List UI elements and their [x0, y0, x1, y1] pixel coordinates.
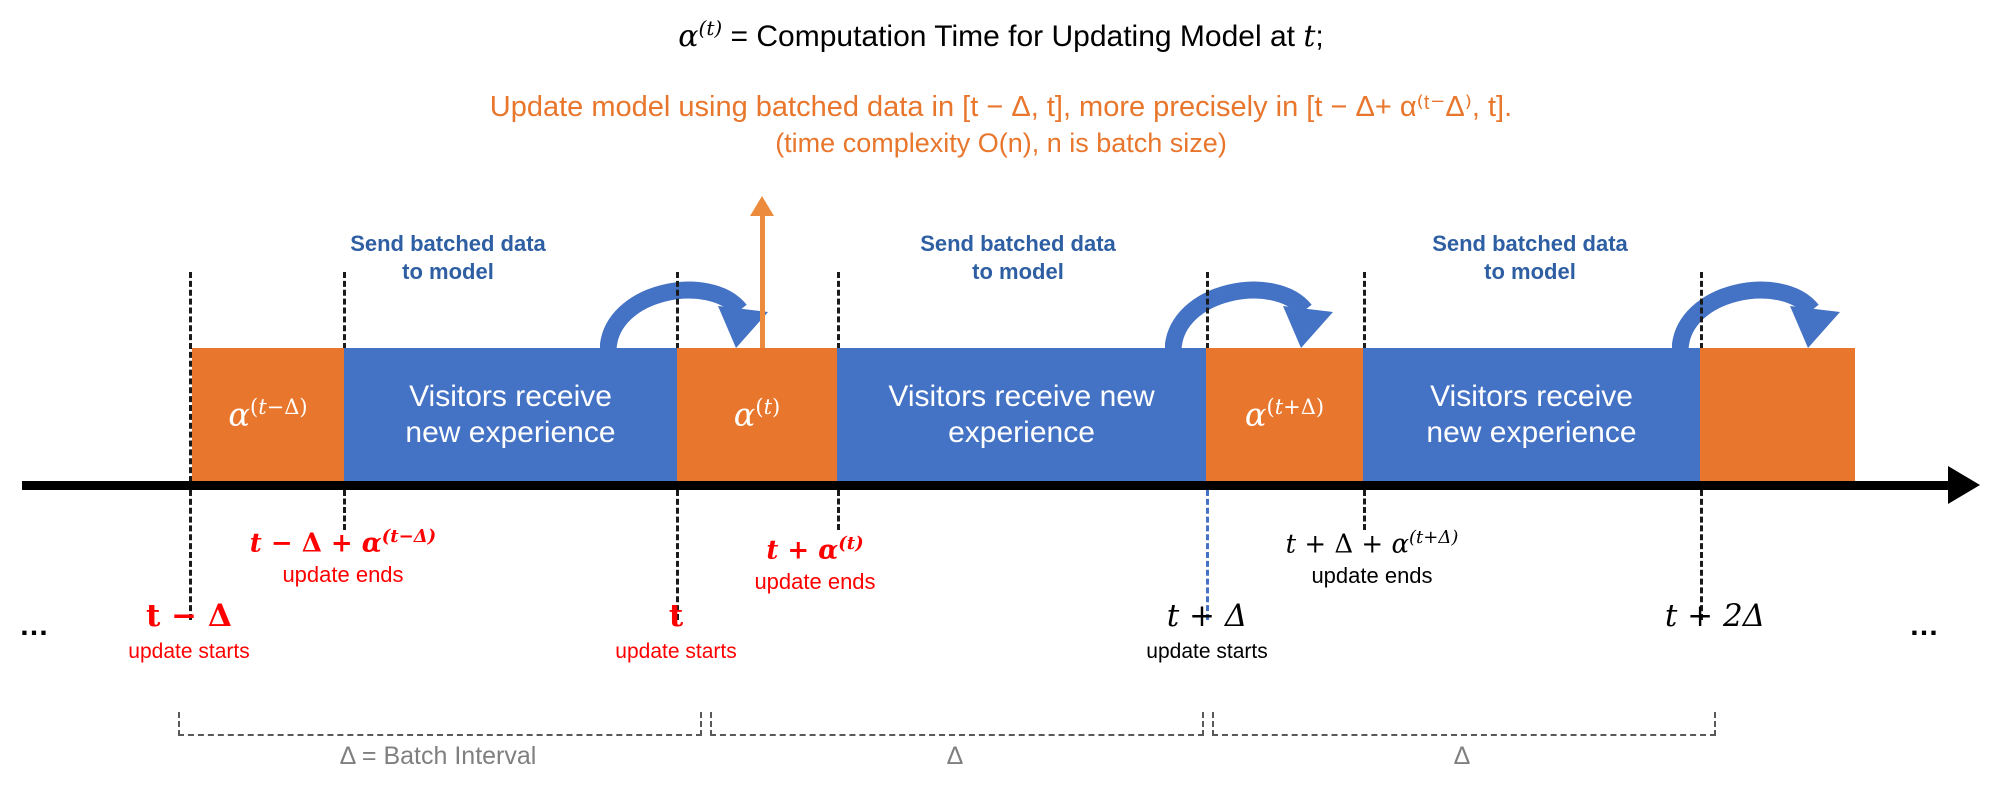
update-note-line-2: (time complexity O(n), n is batch size)	[775, 128, 1227, 159]
batch-interval-label-3: Δ	[1453, 742, 1471, 770]
tick-t-minus-delta: t − Δ update starts	[64, 596, 314, 666]
serve-2-line1: Visitors receive	[888, 380, 1092, 414]
timeline-block-compute-1: α(t−Δ)	[192, 348, 344, 481]
timeline-block-serve-1: Visitors receive new experience	[344, 348, 677, 481]
send-arrow-1-icon	[600, 281, 768, 352]
timeline-block-compute-2-label: α(t)	[733, 394, 781, 434]
serve-1-line2: new experience	[405, 415, 616, 449]
guide-line-update-end-2-lower	[837, 490, 840, 530]
timeline-block-compute-3-label: α(t+Δ)	[1244, 394, 1325, 434]
guide-line-t-lower	[676, 490, 679, 620]
tick-t-plus-delta-sub: update starts	[1146, 639, 1268, 663]
send-batched-caption-1: Send batched data to model	[318, 230, 578, 285]
timeline-block-serve-3-label: Visitors receive new experience	[1426, 379, 1636, 450]
send-caption-2-line2: to model	[972, 258, 1064, 284]
send-arrow-3-icon	[1672, 281, 1840, 352]
update-end-sub-3: update ends	[1311, 563, 1433, 589]
timeline-block-compute-1-label: α(t−Δ)	[228, 394, 308, 434]
tick-t-minus-delta-label: t − Δ	[146, 598, 232, 634]
batch-interval-bracket-2	[710, 712, 1204, 736]
tick-t-plus-delta: t + Δ update starts	[1082, 596, 1332, 666]
timeline-block-compute-2: α(t)	[677, 348, 837, 481]
definition-text: = Computation Time for Updating Model at	[730, 20, 1304, 53]
update-note-line-1: Update model using batched data in [t − …	[0, 88, 2002, 126]
update-note-line-1-text: Update model using batched data in [t − …	[489, 91, 1513, 123]
tick-t-sub: update starts	[615, 639, 737, 663]
serve-1-line1: Visitors receive	[409, 380, 612, 414]
compute-output-arrow-stem	[760, 210, 765, 350]
definition-semicolon: ;	[1315, 20, 1324, 53]
serve-3-line1: Visitors receive	[1430, 380, 1633, 414]
send-caption-3-line2: to model	[1484, 258, 1576, 284]
update-end-eq-3: t + Δ + α(t+Δ)	[1285, 527, 1459, 560]
batch-interval-bracket-3	[1212, 712, 1716, 736]
batch-interval-label-2: Δ	[946, 742, 964, 770]
definition-var: t	[1303, 19, 1316, 54]
tick-ellipsis-right-label: …	[1909, 609, 1941, 642]
batch-interval-label-1: Δ = Batch Interval	[339, 742, 537, 770]
update-end-eq-2: t + α(t)	[766, 533, 864, 566]
tick-ellipsis-right: …	[1880, 606, 1970, 647]
guide-line-t-plus-2delta-lower	[1700, 490, 1703, 620]
guide-line-update-end-1-lower	[343, 490, 346, 530]
update-end-annotation-2: t + α(t) update ends	[690, 532, 940, 597]
send-batched-caption-2: Send batched data to model	[888, 230, 1148, 285]
update-end-annotation-1: t − Δ + α(t−Δ) update ends	[198, 525, 488, 590]
time-axis-line	[22, 481, 1952, 490]
guide-line-t-plus-delta-lower	[1206, 490, 1209, 620]
timeline-block-serve-2: Visitors receive new experience	[837, 348, 1206, 481]
tick-t-minus-delta-sub: update starts	[128, 639, 250, 663]
send-caption-2-line1: Send batched data	[920, 231, 1116, 256]
guide-line-t-minus-delta-lower	[189, 490, 192, 620]
serve-2-line1b: new	[1099, 380, 1155, 414]
tick-t-plus-2delta: t + 2Δ	[1590, 596, 1840, 638]
send-caption-3-line1: Send batched data	[1432, 231, 1628, 256]
serve-2-line2: experience	[948, 415, 1095, 449]
tick-ellipsis-left: …	[0, 606, 70, 647]
timeline-block-compute-4	[1700, 348, 1855, 481]
guide-line-t-minus-delta-upper	[189, 272, 192, 482]
timeline-block-serve-1-label: Visitors receive new experience	[405, 379, 615, 450]
send-caption-1-line2: to model	[402, 258, 494, 284]
timeline-block-serve-2-label: Visitors receive new experience	[888, 379, 1154, 450]
time-axis-arrow-icon	[1948, 466, 1980, 504]
update-end-sub-2: update ends	[754, 569, 876, 595]
update-end-sub-1: update ends	[282, 562, 404, 588]
send-caption-1-line1: Send batched data	[350, 231, 546, 256]
tick-t: t update starts	[551, 596, 801, 666]
guide-line-update-end-3-lower	[1363, 490, 1366, 530]
update-end-eq-1: t − Δ + α(t−Δ)	[249, 526, 437, 559]
tick-ellipsis-left-label: …	[19, 609, 51, 642]
serve-3-line2: new experience	[1426, 415, 1637, 449]
timeline-block-serve-3: Visitors receive new experience	[1363, 348, 1700, 481]
update-note: Update model using batched data in [t − …	[0, 88, 2002, 162]
send-arrow-2-icon	[1165, 281, 1333, 352]
tick-t-plus-delta-label: t + Δ	[1166, 598, 1248, 634]
compute-output-arrow-head-icon	[750, 196, 774, 216]
batch-interval-bracket-1	[178, 712, 702, 736]
send-batched-caption-3: Send batched data to model	[1400, 230, 1660, 285]
timeline-block-compute-3: α(t+Δ)	[1206, 348, 1363, 481]
tick-t-plus-2delta-label: t + 2Δ	[1664, 598, 1766, 634]
tick-t-label: t	[668, 598, 684, 634]
update-end-annotation-3: t + Δ + α(t+Δ) update ends	[1222, 526, 1522, 591]
definition-title: α(t) = Computation Time for Updating Mod…	[678, 16, 1324, 54]
